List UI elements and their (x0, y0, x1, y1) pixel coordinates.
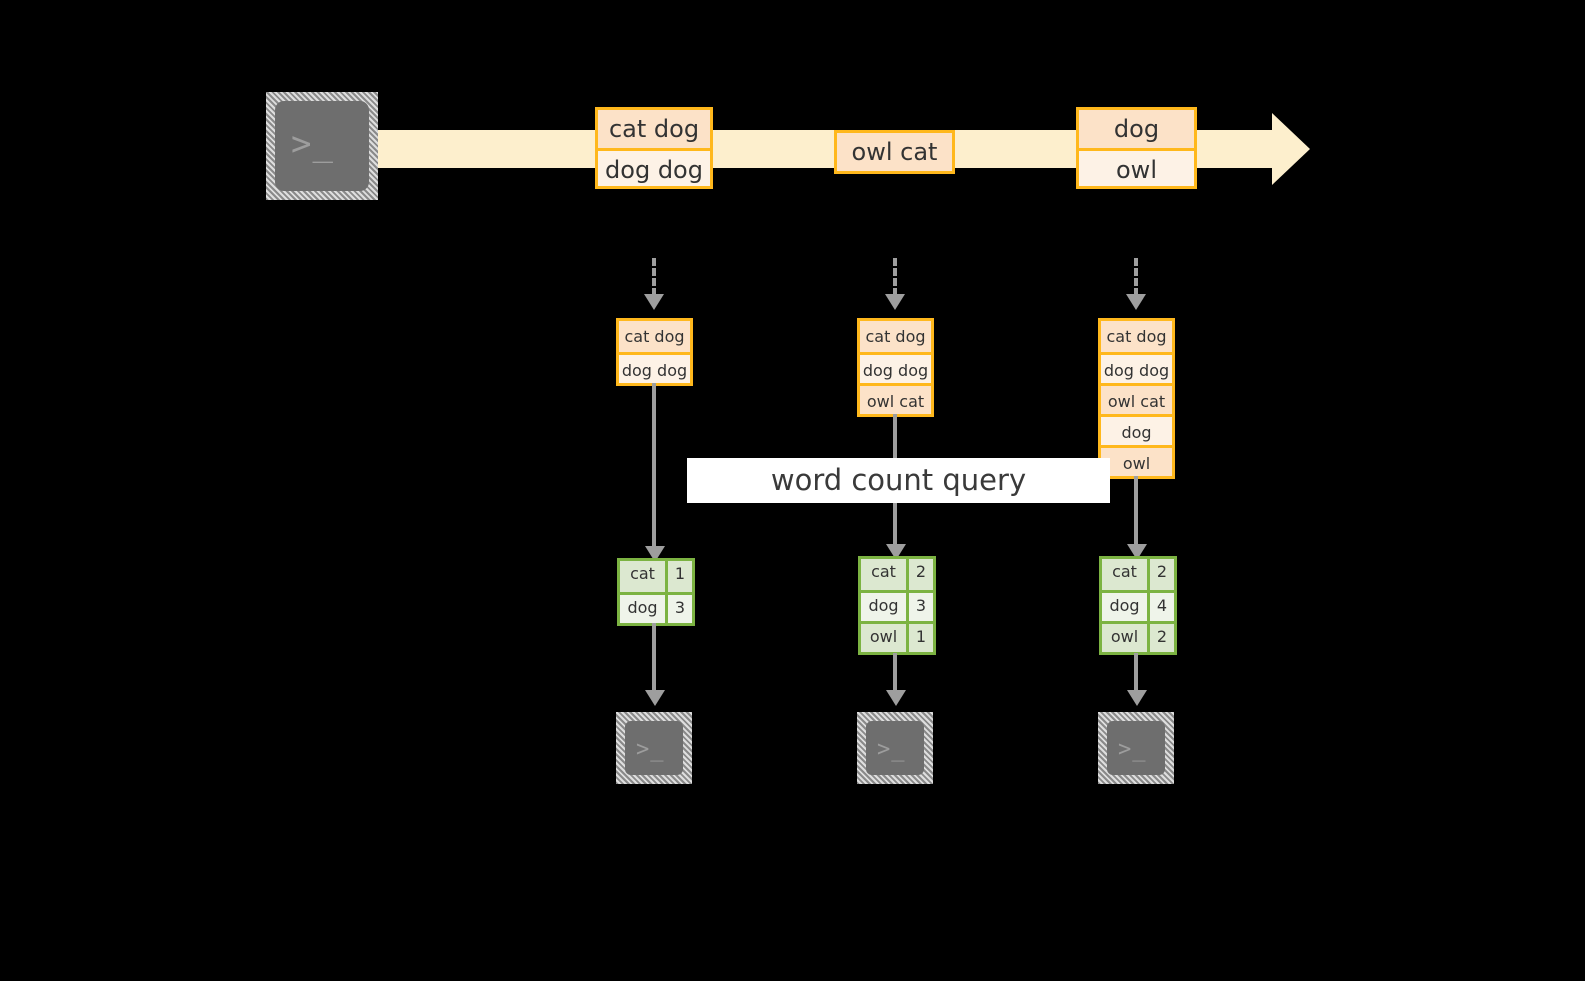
state-row: owl (1101, 445, 1172, 476)
result-word: owl (869, 627, 898, 646)
result-table-3: cat 2 dog 4 owl 2 (1099, 556, 1177, 655)
sink-connector-1-arrowhead (645, 690, 665, 706)
dashed-connector-2-arrowhead (885, 294, 905, 310)
query-label: word count query (687, 458, 1110, 503)
state-row: dog dog (619, 352, 690, 383)
stream-batch-3: dog owl (1076, 107, 1197, 189)
table-row: cat 2 (861, 559, 933, 590)
result-count: 1 (665, 561, 692, 592)
sink-terminal-icon-3: >_ (1098, 712, 1174, 784)
result-word: dog (627, 598, 658, 617)
result-word: owl (1110, 627, 1139, 646)
query-connector-3 (1134, 476, 1138, 551)
stream-batch-line: dog dog (598, 148, 710, 186)
state-row: cat dog (860, 321, 931, 352)
sink-connector-2 (893, 653, 897, 693)
dashed-connector-2 (893, 258, 897, 296)
result-count: 2 (1147, 559, 1174, 590)
terminal-prompt: >_ (636, 737, 665, 762)
result-word: cat (871, 562, 896, 581)
terminal-screen: >_ (866, 721, 924, 775)
result-count: 1 (906, 624, 933, 652)
state-row: dog (1101, 414, 1172, 445)
result-count: 3 (665, 595, 692, 623)
dashed-connector-3 (1134, 258, 1138, 296)
table-row: dog 3 (861, 590, 933, 621)
result-word: dog (1109, 596, 1140, 615)
table-row: dog 4 (1102, 590, 1174, 621)
sink-connector-3 (1134, 653, 1138, 693)
state-table-1: cat dog dog dog (616, 318, 693, 386)
terminal-screen: >_ (275, 101, 369, 191)
table-row: owl 1 (861, 621, 933, 652)
state-row: owl cat (860, 383, 931, 414)
terminal-screen: >_ (625, 721, 683, 775)
sink-connector-2-arrowhead (886, 690, 906, 706)
state-table-2: cat dog dog dog owl cat (857, 318, 934, 417)
result-word: cat (630, 564, 655, 583)
result-count: 2 (906, 559, 933, 590)
sink-connector-1 (652, 623, 656, 693)
result-word: dog (868, 596, 899, 615)
dashed-connector-1 (652, 258, 656, 296)
state-row: cat dog (619, 321, 690, 352)
result-count: 4 (1147, 593, 1174, 621)
sink-connector-3-arrowhead (1127, 690, 1147, 706)
terminal-prompt: >_ (877, 737, 906, 762)
dashed-connector-3-arrowhead (1126, 294, 1146, 310)
result-count: 2 (1147, 624, 1174, 652)
state-table-3: cat dog dog dog owl cat dog owl (1098, 318, 1175, 479)
result-word: cat (1112, 562, 1137, 581)
stream-batch-2: owl cat (834, 130, 955, 174)
sink-terminal-icon-2: >_ (857, 712, 933, 784)
result-count: 3 (906, 593, 933, 621)
result-table-1: cat 1 dog 3 (617, 558, 695, 626)
terminal-prompt: >_ (291, 124, 334, 164)
result-table-2: cat 2 dog 3 owl 1 (858, 556, 936, 655)
state-row: owl cat (1101, 383, 1172, 414)
stream-batch-1: cat dog dog dog (595, 107, 713, 189)
sink-terminal-icon-1: >_ (616, 712, 692, 784)
query-connector-1 (652, 383, 656, 551)
stream-batch-line: dog (1079, 110, 1194, 148)
stream-batch-line: cat dog (598, 110, 710, 148)
table-row: cat 2 (1102, 559, 1174, 590)
right-arrow-icon (1272, 113, 1310, 185)
table-row: owl 2 (1102, 621, 1174, 652)
table-row: dog 3 (620, 592, 692, 623)
state-row: dog dog (860, 352, 931, 383)
terminal-prompt: >_ (1118, 737, 1147, 762)
stream-batch-line: owl (1079, 148, 1194, 186)
state-row: cat dog (1101, 321, 1172, 352)
dashed-connector-1-arrowhead (644, 294, 664, 310)
stream-batch-line: owl cat (837, 133, 952, 171)
state-row: dog dog (1101, 352, 1172, 383)
source-terminal-icon: >_ (266, 92, 378, 200)
terminal-screen: >_ (1107, 721, 1165, 775)
table-row: cat 1 (620, 561, 692, 592)
